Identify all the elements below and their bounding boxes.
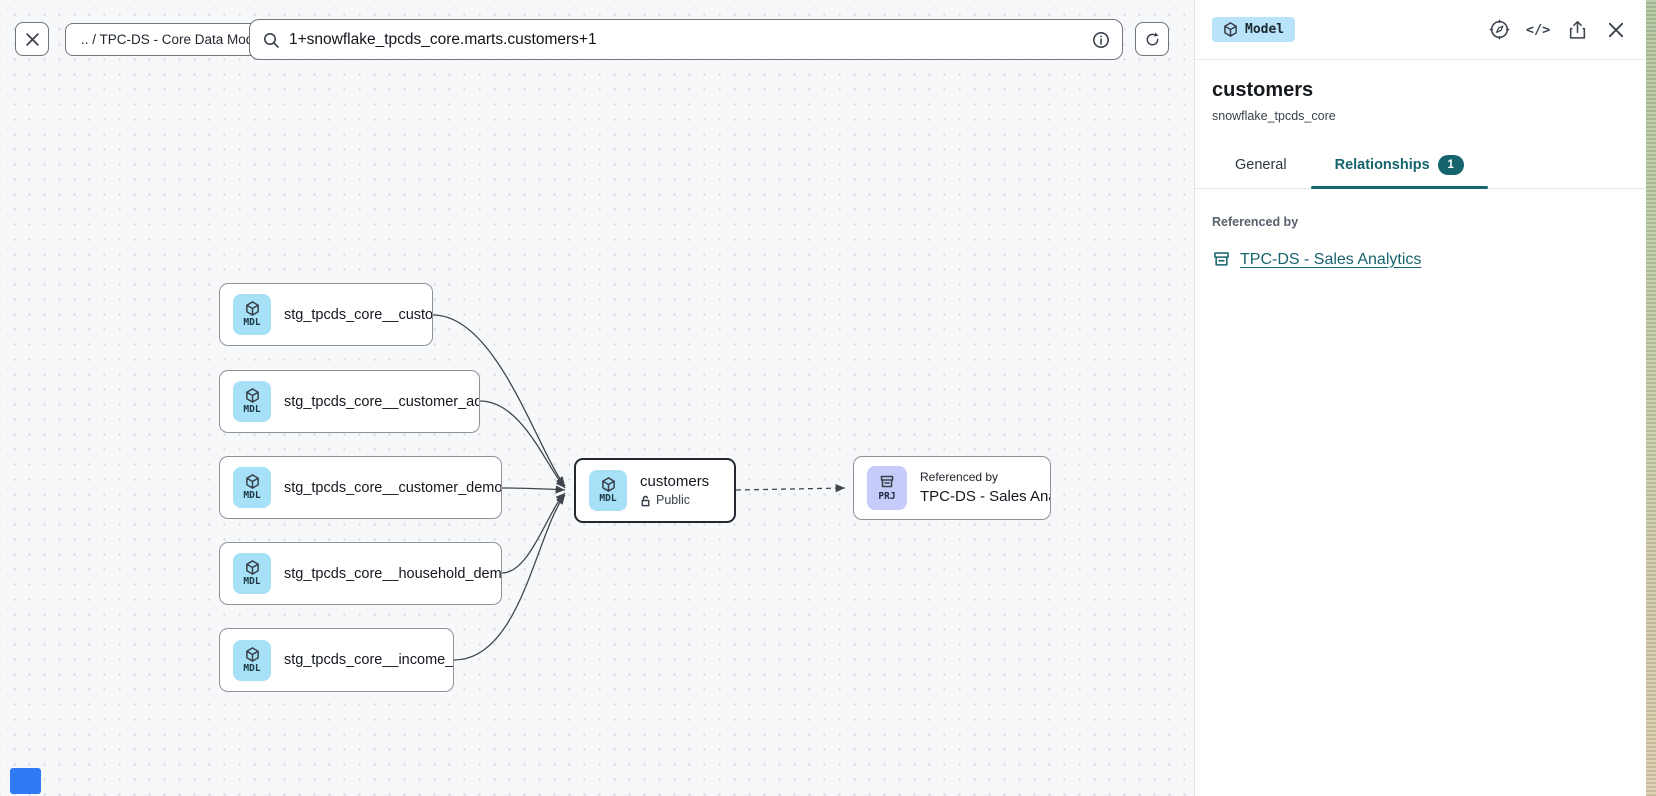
desktop-wallpaper-sliver xyxy=(1646,0,1656,796)
project-node-icon: PRJ xyxy=(867,466,907,510)
node-stg-customer-demographics[interactable]: MDL stg_tpcds_core__customer_demogra… xyxy=(219,456,502,519)
referenced-by-label: Referenced by xyxy=(1212,215,1629,229)
lineage-canvas[interactable]: MDL stg_tpcds_core__customer MDL stg_tpc… xyxy=(0,0,1194,796)
model-node-icon: MDL xyxy=(589,470,627,511)
tab-label: General xyxy=(1235,157,1287,173)
node-badge: MDL xyxy=(243,317,260,328)
node-stg-household-demographics[interactable]: MDL stg_tpcds_core__household_demogr… xyxy=(219,542,502,605)
node-label: TPC-DS - Sales Analytics xyxy=(920,488,1051,505)
model-node-icon: MDL xyxy=(233,294,271,335)
relationships-count-badge: 1 xyxy=(1438,155,1464,175)
edge xyxy=(502,493,565,573)
link-label: TPC-DS - Sales Analytics xyxy=(1240,251,1421,269)
close-icon xyxy=(25,32,40,47)
tab-general[interactable]: General xyxy=(1211,144,1311,188)
panel-subtitle: snowflake_tpcds_core xyxy=(1212,109,1629,123)
tab-relationships[interactable]: Relationships 1 xyxy=(1311,144,1488,188)
model-node-icon: MDL xyxy=(233,640,271,681)
model-type-label: Model xyxy=(1245,22,1284,37)
lock-open-icon xyxy=(640,495,651,507)
refresh-button[interactable] xyxy=(1135,22,1169,56)
node-badge: PRJ xyxy=(878,491,895,502)
model-node-icon: MDL xyxy=(233,381,271,422)
node-label: stg_tpcds_core__household_demogr… xyxy=(284,566,502,582)
referenced-project-link[interactable]: TPC-DS - Sales Analytics xyxy=(1212,250,1629,269)
model-node-icon: MDL xyxy=(233,553,271,594)
view-code-button[interactable]: </> xyxy=(1527,19,1549,41)
info-icon[interactable] xyxy=(1092,31,1110,49)
node-referenced-project[interactable]: PRJ Referenced by TPC-DS - Sales Analyti… xyxy=(853,456,1051,520)
node-stg-income-band[interactable]: MDL stg_tpcds_core__income_band xyxy=(219,628,454,692)
node-label: stg_tpcds_core__customer_address xyxy=(284,394,480,410)
panel-title: customers xyxy=(1212,79,1629,102)
share-icon xyxy=(1568,20,1587,40)
node-badge: MDL xyxy=(243,404,260,415)
lineage-edges xyxy=(0,0,1194,796)
close-lineage-button[interactable] xyxy=(15,22,49,56)
node-stg-customer-address[interactable]: MDL stg_tpcds_core__customer_address xyxy=(219,370,480,433)
refresh-icon xyxy=(1144,31,1161,48)
minimap-viewport-indicator[interactable] xyxy=(10,768,41,794)
panel-header: Model </> xyxy=(1195,0,1646,60)
explore-lineage-button[interactable] xyxy=(1488,19,1510,41)
share-button[interactable] xyxy=(1566,19,1588,41)
edge xyxy=(502,488,565,490)
node-badge: MDL xyxy=(243,576,260,587)
tab-label: Relationships xyxy=(1335,157,1430,173)
model-node-icon: MDL xyxy=(233,467,271,508)
project-icon xyxy=(1212,250,1231,269)
node-label: customers xyxy=(640,473,709,490)
node-kicker: Referenced by xyxy=(920,471,1051,485)
model-type-badge: Model xyxy=(1212,17,1295,42)
code-icon: </> xyxy=(1526,22,1550,38)
search-input[interactable] xyxy=(289,31,1083,49)
breadcrumb-label: .. / TPC-DS - Core Data Models xyxy=(81,32,271,47)
node-label: stg_tpcds_core__customer xyxy=(284,307,433,323)
node-badge: MDL xyxy=(243,663,260,674)
search-icon xyxy=(262,31,280,49)
cube-icon xyxy=(1223,22,1238,37)
node-label: stg_tpcds_core__customer_demogra… xyxy=(284,480,502,496)
node-customers-selected[interactable]: MDL customers Public xyxy=(574,458,736,523)
node-label: stg_tpcds_core__income_band xyxy=(284,652,454,668)
node-stg-customer[interactable]: MDL stg_tpcds_core__customer xyxy=(219,283,433,346)
panel-tabs: General Relationships 1 xyxy=(1195,144,1646,189)
edge-dashed xyxy=(736,488,845,490)
node-badge: MDL xyxy=(243,490,260,501)
node-badge: MDL xyxy=(599,493,616,504)
compass-icon xyxy=(1489,19,1510,40)
close-icon xyxy=(1607,21,1625,39)
close-panel-button[interactable] xyxy=(1605,19,1627,41)
lineage-search xyxy=(249,19,1123,60)
node-visibility: Public xyxy=(656,493,690,507)
details-panel: Model </> customers xyxy=(1194,0,1646,796)
